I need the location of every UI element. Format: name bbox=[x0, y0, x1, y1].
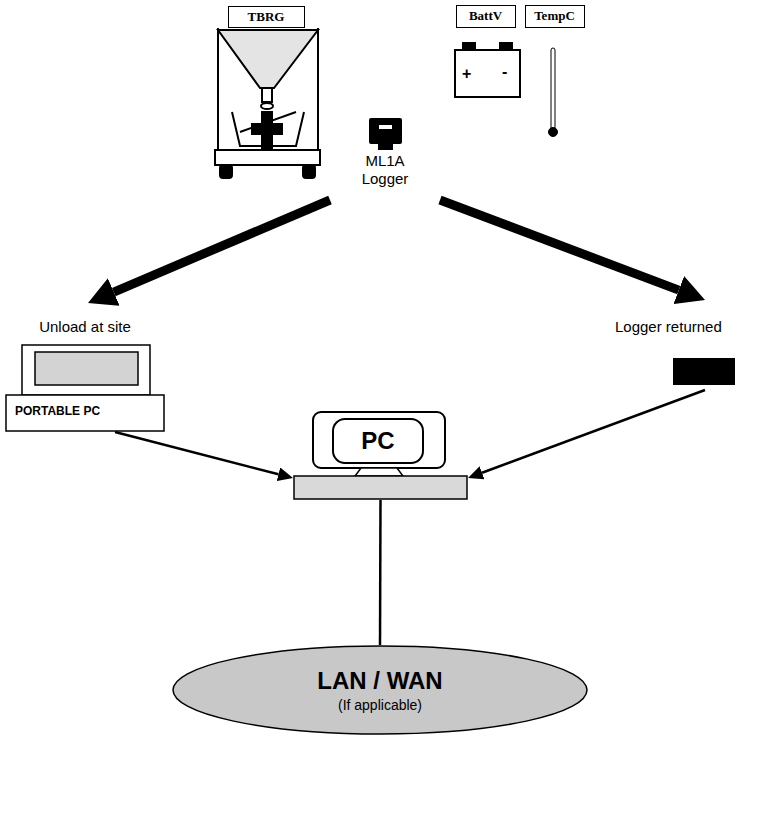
connector-line bbox=[482, 390, 705, 473]
network-ellipse: LAN / WAN(If applicable) bbox=[172, 645, 588, 735]
pc-base bbox=[6, 395, 164, 431]
logger-tab bbox=[378, 144, 393, 150]
node-text: BattV bbox=[469, 8, 502, 24]
connector-line bbox=[379, 500, 382, 645]
node-text: LAN / WAN bbox=[317, 667, 442, 696]
node-text: Unload at site bbox=[39, 318, 131, 336]
node-text: PC bbox=[361, 427, 394, 456]
node-text: ML1A Logger bbox=[354, 152, 416, 188]
sensor-tag: TempC bbox=[525, 5, 585, 28]
node-text: Logger returned bbox=[615, 318, 722, 336]
monitor-stand bbox=[355, 468, 403, 476]
node-text: (If applicable) bbox=[338, 697, 422, 714]
node-text: TBRG bbox=[248, 9, 285, 25]
screen bbox=[35, 352, 138, 385]
thermometer-symbol bbox=[549, 48, 558, 137]
pc-base bbox=[294, 476, 467, 499]
sensor-tag: BattV bbox=[456, 5, 516, 28]
thick-arrow bbox=[440, 200, 679, 290]
returned-logger: Logger returned bbox=[610, 300, 740, 390]
desktop-pc: PC bbox=[293, 410, 468, 500]
sensor-tag: TBRG bbox=[228, 6, 305, 28]
node-text: TempC bbox=[534, 8, 575, 24]
logger-unit: ML1A Logger bbox=[330, 112, 440, 200]
network-outline bbox=[173, 646, 587, 734]
terminal-sign: - bbox=[502, 64, 507, 80]
battery-symbol bbox=[455, 43, 520, 97]
node-text: PORTABLE PC bbox=[15, 404, 100, 418]
desktop-outline bbox=[293, 410, 468, 500]
returned-outline bbox=[610, 300, 740, 390]
screen bbox=[333, 419, 423, 463]
rain-gauge-drawing bbox=[215, 28, 320, 178]
screen-frame bbox=[22, 345, 150, 395]
connector-line bbox=[115, 432, 278, 474]
terminal-sign: + bbox=[462, 66, 471, 82]
portable-pc: Unload at sitePORTABLE PC bbox=[5, 303, 165, 432]
logger-port bbox=[379, 125, 392, 129]
monitor bbox=[313, 412, 445, 468]
logger-icon bbox=[673, 358, 735, 385]
thick-arrow bbox=[114, 200, 330, 292]
logger-icon bbox=[369, 118, 402, 144]
